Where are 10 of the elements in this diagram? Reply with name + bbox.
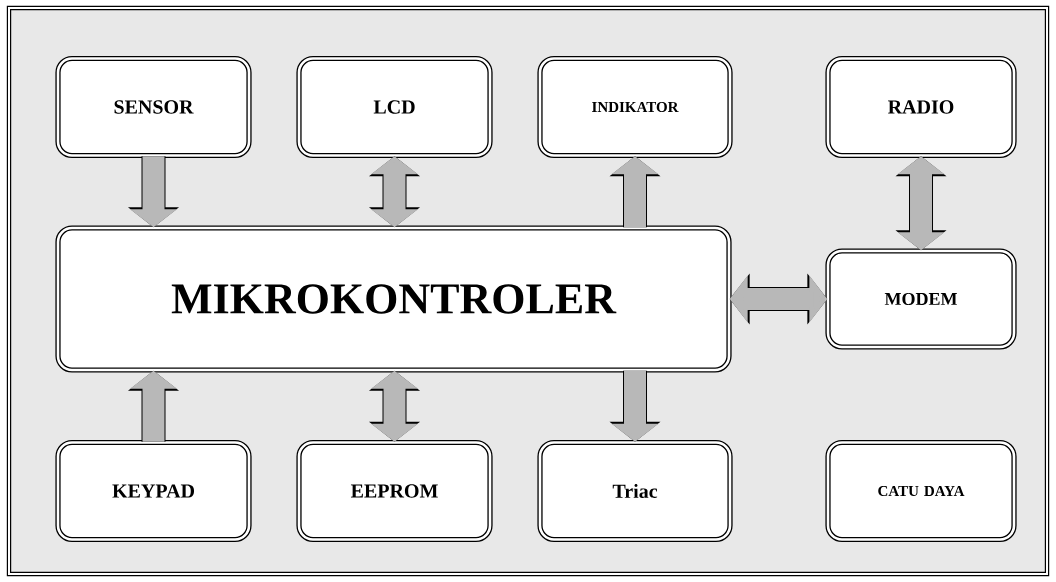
block-box: RADIO (825, 55, 1017, 159)
block-box: KEYPAD (55, 439, 252, 543)
block-box: LCD (296, 55, 493, 159)
block-box: EEPROM (296, 439, 493, 543)
block-box: MODEM (825, 248, 1017, 350)
block-box: MIKROKONTROLER (55, 225, 732, 373)
block-box: CATU DAYA (825, 439, 1017, 543)
block-box: INDIKATOR (537, 55, 733, 159)
block-box: Triac (537, 439, 733, 543)
block-box: SENSOR (55, 55, 252, 159)
